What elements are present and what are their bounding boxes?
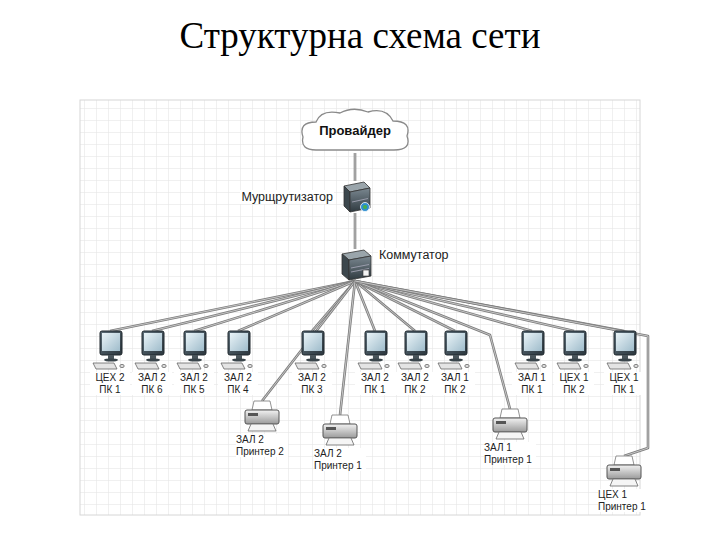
device-label: Коммутатор (378, 248, 450, 262)
network-cable (355, 281, 532, 331)
cable-highlight (262, 281, 355, 401)
device-label: ЗАЛ 2 ПК 6 (132, 372, 172, 395)
device-label: ЗАЛ 2 ПК 3 (292, 372, 332, 395)
computer-icon (220, 330, 256, 370)
workstation: ЗАЛ 2 ПК 2 (395, 330, 435, 395)
network-cable (262, 281, 355, 401)
provider-cloud: Провайдер (296, 106, 414, 154)
workstation: ЗАЛ 2 ПК 3 (292, 330, 332, 395)
switch-device: Коммутатор (336, 248, 450, 282)
printer: ЗАЛ 2 Принтер 2 (236, 400, 288, 457)
device-label: ЗАЛ 2 ПК 2 (395, 372, 435, 395)
computer-icon (176, 330, 212, 370)
printer-icon (490, 408, 530, 440)
printer: ЗАЛ 1 Принтер 1 (484, 408, 536, 465)
computer-icon (397, 330, 433, 370)
network-cable (354, 153, 357, 181)
computer-icon (437, 330, 473, 370)
workstation: ЗАЛ 1 ПК 2 (435, 330, 475, 395)
device-label: ЦЕХ 1 ПК 2 (554, 372, 594, 395)
cable-highlight (110, 281, 355, 331)
printer-icon (320, 414, 360, 446)
network-cable (355, 281, 648, 456)
computer-icon (556, 330, 592, 370)
cable-highlight (355, 213, 356, 249)
printer: ЦЕХ 1 Принтер 1 (598, 455, 650, 512)
device-label: ЗАЛ 2 ПК 4 (218, 372, 258, 395)
workstation: ЦЕХ 1 ПК 2 (554, 330, 594, 395)
workstation: ЗАЛ 2 ПК 1 (355, 330, 395, 395)
device-label: ЗАЛ 1 ПК 2 (435, 372, 475, 395)
network-cable (152, 281, 355, 331)
device-label: Провайдер (319, 123, 391, 138)
switch-icon (336, 248, 374, 282)
slide-title: Структурна схема сети (0, 14, 720, 57)
network-cable (194, 281, 355, 331)
cable-highlight (340, 281, 355, 415)
computer-icon (514, 330, 550, 370)
cable-highlight (238, 281, 355, 331)
computer-icon (92, 330, 128, 370)
workstation: ЗАЛ 2 ПК 6 (132, 330, 172, 395)
device-label: ЗАЛ 2 ПК 1 (355, 372, 395, 395)
workstation: ЦЕХ 1 ПК 1 (604, 330, 644, 395)
device-label: ЗАЛ 1 Принтер 1 (484, 442, 536, 465)
router-device: Мурщрутизатор (240, 180, 372, 214)
computer-icon (606, 330, 642, 370)
device-label: ЦЕХ 1 Принтер 1 (598, 489, 650, 512)
device-label: ЗАЛ 2 Принтер 2 (236, 434, 288, 457)
device-label: ЗАЛ 2 Принтер 1 (314, 448, 366, 471)
network-cable (110, 281, 355, 331)
device-label: ЦЕХ 1 ПК 1 (604, 372, 644, 395)
workstation: ЗАЛ 2 ПК 4 (218, 330, 258, 395)
printer: ЗАЛ 2 Принтер 1 (314, 414, 366, 471)
network-cable (355, 281, 510, 409)
workstation: ЗАЛ 2 ПК 5 (174, 330, 214, 395)
computer-icon (294, 330, 330, 370)
device-label: ЦЕХ 2 ПК 1 (90, 372, 130, 395)
computer-icon (134, 330, 170, 370)
workstation: ЗАЛ 1 ПК 1 (512, 330, 552, 395)
workstation: ЦЕХ 2 ПК 1 (90, 330, 130, 395)
cable-highlight (355, 281, 532, 331)
cable-highlight (355, 153, 356, 181)
network-cable (238, 281, 355, 331)
cable-highlight (355, 281, 510, 409)
cable-highlight (355, 281, 648, 456)
computer-icon (357, 330, 393, 370)
cable-highlight (152, 281, 355, 331)
printer-icon (242, 400, 282, 432)
cable-highlight (194, 281, 355, 331)
device-label: Мурщрутизатор (240, 190, 334, 204)
device-label: ЗАЛ 1 ПК 1 (512, 372, 552, 395)
printer-icon (604, 455, 644, 487)
router-icon (338, 180, 372, 214)
network-cable (340, 281, 355, 415)
device-label: ЗАЛ 2 ПК 5 (174, 372, 214, 395)
network-cable (354, 213, 357, 249)
